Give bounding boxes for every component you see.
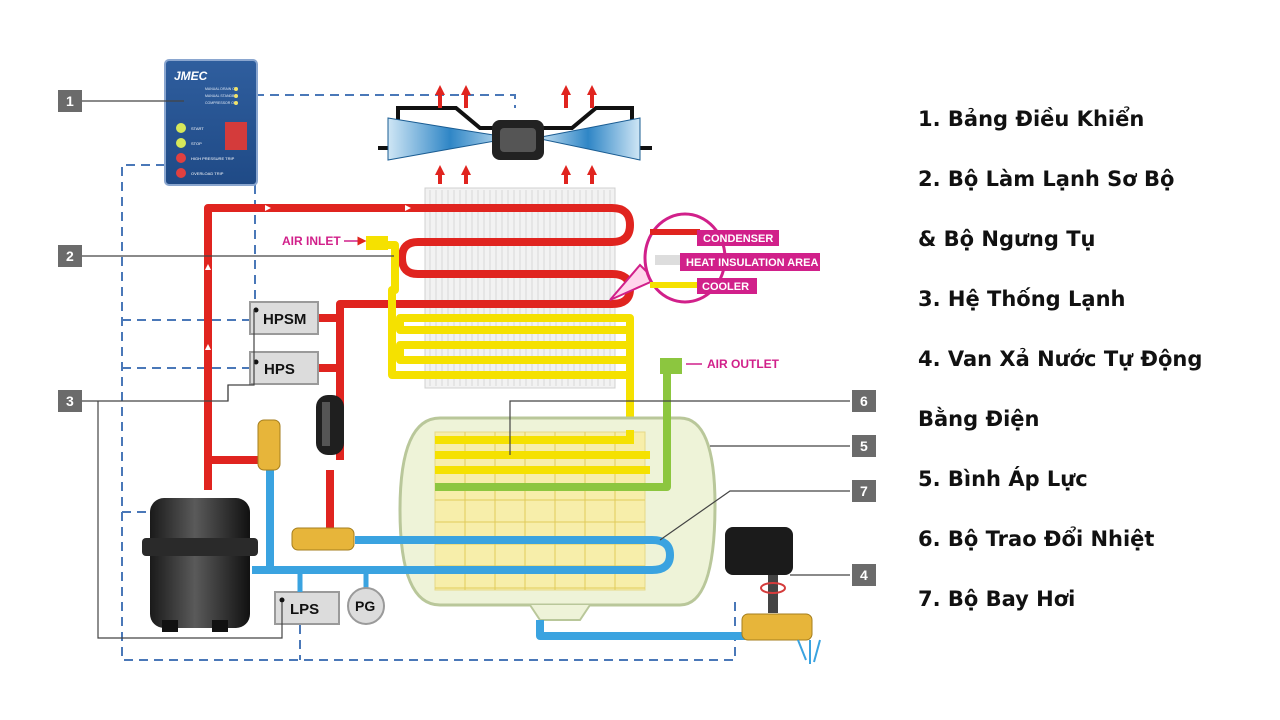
svg-text:5: 5 [860, 438, 868, 454]
condenser-fins [424, 187, 616, 389]
svg-text:COMPRESSOR ON: COMPRESSOR ON [205, 101, 237, 105]
callout-markers: 1 2 3 4 5 6 7 [58, 90, 876, 586]
compressor [142, 498, 258, 632]
legend-item-electric: Bằng Điện [918, 407, 1040, 431]
svg-text:OVERLOAD TRIP: OVERLOAD TRIP [191, 171, 224, 176]
svg-text:4: 4 [860, 567, 868, 583]
evaporator-line [252, 470, 745, 640]
legend-item-control-panel: 1. Bảng Điều Khiển [918, 107, 1145, 131]
svg-text:HPS: HPS [264, 361, 295, 378]
svg-text:3: 3 [66, 393, 74, 409]
pressure-gauge: PG [347, 570, 385, 625]
svg-text:2: 2 [66, 248, 74, 264]
legend-item-heat-exchanger: 6. Bộ Trao Đổi Nhiệt [918, 527, 1155, 551]
auto-drain-valve [725, 527, 821, 664]
svg-text:PG: PG [355, 598, 375, 614]
air-inlet-label: AIR INLET [282, 234, 341, 248]
svg-text:STOP: STOP [191, 141, 202, 146]
svg-text:CONDENSER: CONDENSER [703, 233, 773, 245]
svg-text:MANUAL STANDBY: MANUAL STANDBY [205, 94, 237, 98]
svg-text:START: START [191, 126, 204, 131]
component-legend: 1. Bảng Điều Khiển 2. Bộ Làm Lạnh Sơ Bộ … [918, 103, 1268, 643]
control-panel: JMEC MANUAL DRAIN ON MANUAL STANDBY COMP… [164, 59, 258, 186]
svg-text:1: 1 [66, 93, 74, 109]
svg-text:COOLER: COOLER [702, 281, 749, 293]
magnifier-bubble: CONDENSER HEAT INSULATION AREA COOLER [609, 212, 820, 304]
refrigerated-air-dryer-diagram: JMEC MANUAL DRAIN ON MANUAL STANDBY COMP… [58, 59, 876, 664]
svg-text:HEAT INSULATION AREA: HEAT INSULATION AREA [686, 257, 818, 269]
air-outlet-label: AIR OUTLET [707, 357, 780, 371]
legend-item-evaporator: 7. Bộ Bay Hơi [918, 587, 1076, 611]
pressure-switch-hpsm: HPSM [249, 301, 319, 335]
legend-item-condenser: & Bộ Ngưng Tụ [918, 227, 1096, 251]
svg-text:LPS: LPS [290, 601, 319, 618]
panel-indicators: MANUAL DRAIN ON MANUAL STANDBY COMPRESSO… [205, 87, 238, 105]
heat-exchanger [435, 430, 650, 474]
legend-item-precooler: 2. Bộ Làm Lạnh Sơ Bộ [918, 167, 1175, 191]
callout-leaders [82, 100, 850, 639]
condenser-fan [378, 85, 652, 184]
svg-text:6: 6 [860, 393, 868, 409]
refrigerant-receiver [316, 395, 344, 455]
svg-text:HPSM: HPSM [263, 311, 306, 328]
pressure-switch-hps: HPS [249, 351, 319, 385]
air-path [385, 241, 634, 430]
red-flow-arrows [205, 205, 411, 350]
panel-brand: JMEC [174, 69, 208, 83]
legend-item-auto-drain-valve: 4. Van Xả Nước Tự Động [918, 347, 1203, 371]
svg-text:MANUAL DRAIN ON: MANUAL DRAIN ON [205, 87, 238, 91]
valves [257, 419, 813, 641]
svg-text:HIGH PRESSURE TRIP: HIGH PRESSURE TRIP [191, 156, 235, 161]
svg-text:7: 7 [860, 483, 868, 499]
legend-item-pressure-tank: 5. Bình Áp Lực [918, 467, 1088, 491]
legend-item-refrigeration-system: 3. Hệ Thống Lạnh [918, 287, 1126, 311]
pressure-switch-lps: LPS [274, 570, 340, 625]
